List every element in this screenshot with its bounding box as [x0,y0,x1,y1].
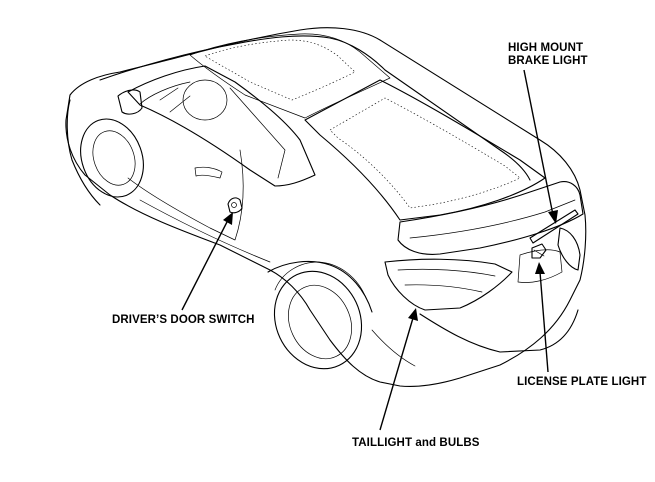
leader-license-plate-light [535,262,549,373]
leader-drivers-door-switch [181,212,233,311]
license-plate-light-label: LICENSE PLATE LIGHT [517,376,647,388]
high-mount-brake-light-label-line2: BRAKE LIGHT [508,55,588,67]
high-mount-brake-light-label-line1: HIGH MOUNT [508,42,584,54]
taillight-and-bulbs-label: TAILLIGHT and BULBS [352,437,480,449]
drivers-door-switch-label: DRIVER’S DOOR SWITCH [112,314,255,326]
leader-taillight-and-bulbs [379,308,418,431]
leader-high-mount-brake-light [523,69,558,224]
car-body [65,27,587,388]
high-mount-brake-light-label: HIGH MOUNT BRAKE LIGHT [508,42,588,68]
